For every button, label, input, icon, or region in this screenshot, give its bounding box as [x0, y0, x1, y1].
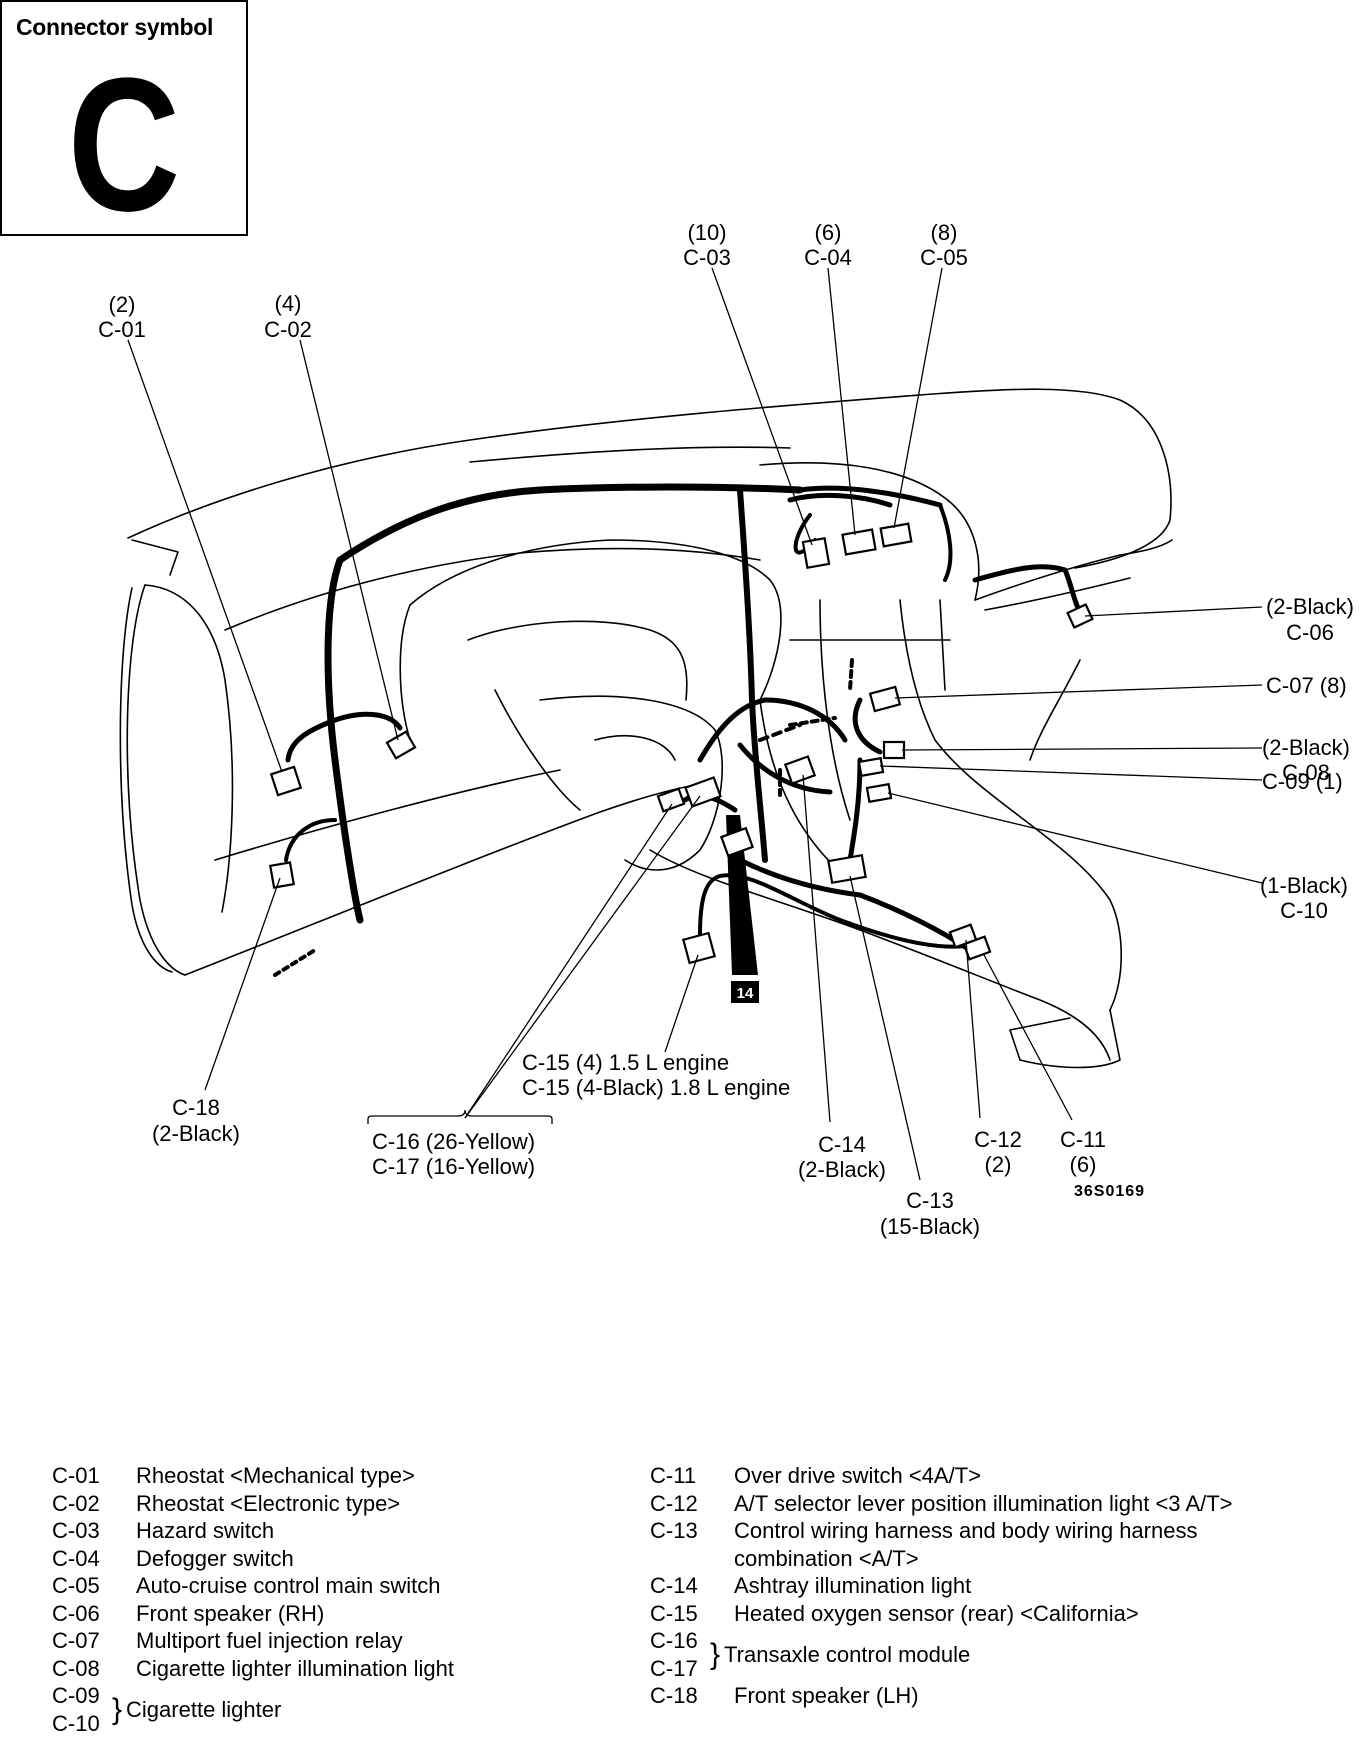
- connector-symbol-box: Connector symbol C: [0, 0, 248, 240]
- wiring-harness: [284, 483, 1083, 953]
- label-c13-pins: (15-Black): [880, 1214, 980, 1239]
- connector-c05: [879, 522, 913, 548]
- connector-c03: [801, 537, 831, 569]
- label-c18-pins: (2-Black): [152, 1121, 240, 1146]
- connector-c01: [269, 765, 303, 797]
- dashboard-outline: [119, 388, 1173, 1069]
- connector-c07: [868, 685, 902, 713]
- connector-symbol-letter: C: [67, 39, 181, 251]
- label-c07: C-07 (8): [1266, 673, 1347, 698]
- label-c18: C-18: [172, 1095, 220, 1120]
- connector-symbol-title: Connector symbol: [16, 14, 214, 40]
- harness-14-wedge: [726, 815, 758, 975]
- label-c10-pins: (1-Black): [1260, 873, 1348, 898]
- leader-lines: [127, 267, 1263, 1181]
- label-c10: C-10: [1280, 898, 1328, 923]
- legend-group-c16-c17: C-16 C-17 } Transaxle control module: [650, 1628, 971, 1681]
- label-c13: C-13: [906, 1188, 954, 1213]
- connector-c18: [268, 861, 296, 889]
- label-c14-pins: (2-Black): [798, 1157, 886, 1182]
- connector-c09: [857, 756, 885, 778]
- label-c12-pins: (2): [985, 1152, 1012, 1177]
- label-c01: C-01: [98, 317, 146, 342]
- label-c12: C-12: [974, 1127, 1022, 1152]
- label-c02: C-02: [264, 317, 312, 342]
- label-c05-pins: (8): [931, 220, 958, 245]
- label-c11-pins: (6): [1070, 1152, 1097, 1177]
- label-c08: C-08: [1282, 760, 1330, 785]
- connector-c17: [656, 787, 686, 813]
- legend-row-continuation: combination <A/T>: [734, 1545, 919, 1571]
- label-c15-a: C-15 (4) 1.5 L engine: [522, 1050, 729, 1075]
- label-c11: C-11: [1060, 1127, 1106, 1152]
- label-c02-pins: (4): [275, 291, 302, 316]
- label-c16: C-16 (26-Yellow): [372, 1129, 535, 1154]
- texture-marks: [273, 658, 854, 977]
- connector-c15: [681, 931, 717, 965]
- harness-14-text: 14: [737, 985, 754, 1002]
- connector-c06: [1066, 603, 1094, 629]
- connector-c16: [684, 776, 722, 808]
- label-c14: C-14: [818, 1132, 866, 1157]
- connector-c02: [385, 730, 417, 760]
- callout-labels: (2) C-01 (4) C-02 (10) C-03 (6) C-04 (8)…: [98, 220, 1354, 1239]
- connector-c14: [783, 755, 817, 785]
- label-c08-pins: (2-Black): [1262, 735, 1350, 760]
- connector-center: [719, 826, 755, 858]
- label-c05: C-05: [920, 245, 968, 270]
- label-c06-pins: (2-Black): [1266, 594, 1354, 619]
- legend-group-c09-c10: C-09 C-10 } Cigarette lighter: [52, 1683, 282, 1736]
- connector-c08: [882, 740, 906, 760]
- c16-c17-brace: [367, 1109, 553, 1124]
- label-c04: C-04: [804, 245, 852, 270]
- label-c06: C-06: [1286, 620, 1334, 645]
- label-c03: C-03: [683, 245, 731, 270]
- label-c01-pins: (2): [109, 292, 136, 317]
- connectors: [268, 522, 1094, 965]
- label-c03-pins: (10): [687, 220, 726, 245]
- label-c17: C-17 (16-Yellow): [372, 1154, 535, 1179]
- connector-c13: [827, 853, 867, 885]
- harness-14-badge: [731, 981, 759, 1003]
- figure-id: 36S0169: [1074, 1183, 1145, 1200]
- label-c09: C-09 (1): [1262, 769, 1343, 794]
- connector-c04: [841, 528, 877, 556]
- label-c15-b: C-15 (4-Black) 1.8 L engine: [522, 1075, 790, 1100]
- dashboard-harness-diagram: 14: [98, 220, 1354, 1239]
- connector-c10: [865, 782, 893, 804]
- label-c04-pins: (6): [815, 220, 842, 245]
